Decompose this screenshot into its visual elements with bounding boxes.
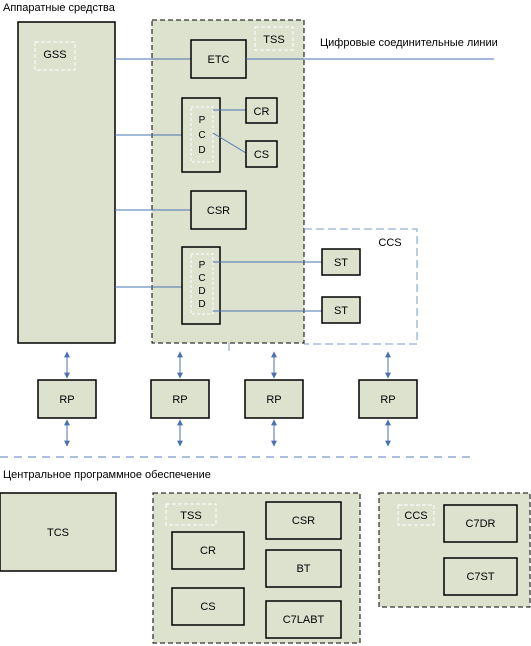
tss-label-box-top — [254, 26, 294, 51]
rp-box-4 — [358, 379, 418, 419]
digital-lines-label: Цифровые соединительные линии — [320, 37, 498, 49]
st-label-2: ST — [334, 305, 348, 317]
ccs-label-top: CCS — [378, 237, 401, 249]
pcd-letter-2: C — [198, 130, 205, 141]
pcdd-letter-2: C — [198, 273, 205, 284]
cr-box-bottom — [171, 531, 245, 570]
st-box-1 — [321, 248, 361, 276]
bt-box — [265, 549, 342, 588]
pcdd-letter-4: D — [198, 299, 205, 310]
rp-label-2: RP — [172, 394, 187, 406]
csr-box-bottom — [265, 501, 342, 540]
rp-column-1: RP — [37, 351, 97, 447]
tss-label-box-bottom — [165, 503, 217, 526]
pcdd-letter-1: P — [199, 260, 206, 271]
rp-label-1: RP — [59, 394, 74, 406]
st-label-1: ST — [334, 257, 348, 269]
csr-label-top: CSR — [207, 205, 230, 217]
c7dr-label: C7DR — [466, 518, 496, 530]
pcd-letter-3: D — [198, 145, 205, 156]
ccs-label-bottom: CCS — [404, 510, 427, 522]
rp-box-2 — [150, 379, 210, 419]
st-box-2 — [321, 296, 361, 324]
hardware-section-title: Аппаратные средства — [3, 2, 116, 14]
rp-column-4: RP — [358, 351, 418, 447]
pcdd-letter-3: D — [198, 286, 205, 297]
rp-box-3 — [244, 379, 304, 419]
c7st-box — [443, 557, 518, 596]
cs-box-top — [245, 140, 278, 168]
tcs-label: TCS — [47, 527, 69, 539]
cr-box-top — [245, 97, 278, 124]
ccs-label-box-bottom — [397, 504, 435, 526]
bt-label: BT — [296, 563, 310, 575]
rp-column-3: RP — [244, 351, 304, 447]
etc-box — [190, 39, 247, 79]
cs-label-top: CS — [254, 149, 269, 161]
cr-label-bottom: CR — [200, 545, 216, 557]
central-software-title: Центральное программное обеспечение — [3, 469, 211, 481]
c7st-label: C7ST — [466, 571, 494, 583]
tss-label-bottom: TSS — [180, 510, 201, 522]
cr-label-top: CR — [254, 106, 270, 118]
gss-block — [17, 21, 116, 344]
rp-column-2: RP — [150, 351, 210, 447]
link-pcd-cs — [212, 132, 247, 154]
csr-box-top — [190, 190, 247, 230]
gss-label-box — [34, 41, 76, 71]
pcd-letter-1: P — [199, 115, 206, 126]
pcdd-box — [181, 246, 221, 325]
etc-label: ETC — [208, 54, 230, 66]
ccs-group-top — [304, 228, 418, 345]
cs-box-bottom — [171, 587, 245, 626]
tcs-box — [0, 492, 117, 572]
tss-label-top: TSS — [263, 34, 284, 46]
rp-box-1 — [37, 379, 97, 419]
gss-label: GSS — [43, 49, 66, 61]
rp-label-3: RP — [266, 394, 281, 406]
rp-label-4: RP — [380, 394, 395, 406]
c7dr-box — [443, 504, 518, 543]
c7labt-box — [265, 600, 342, 639]
c7labt-label: C7LABT — [283, 614, 325, 626]
pcd-inner-box — [190, 106, 214, 163]
csr-label-bottom: CSR — [292, 515, 315, 527]
cs-label-bottom: CS — [200, 601, 215, 613]
pcdd-inner-box — [190, 253, 214, 315]
